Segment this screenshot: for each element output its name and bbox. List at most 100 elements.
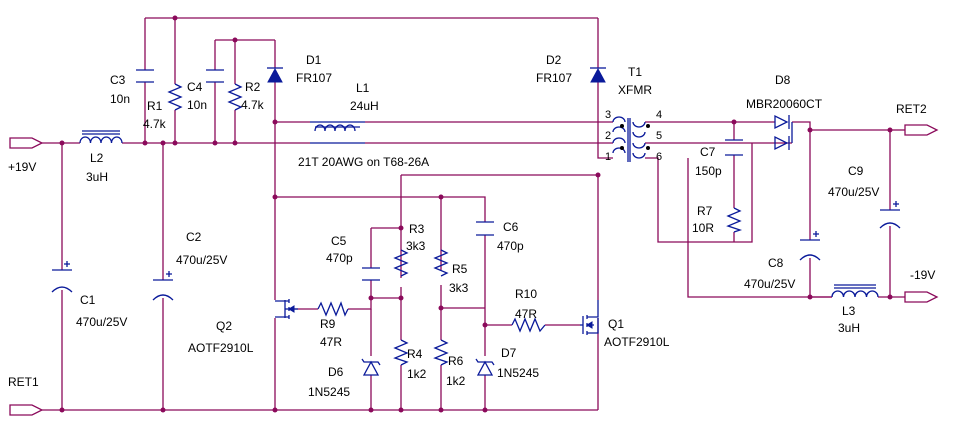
l1-value: 24uH <box>350 99 379 113</box>
c3-ref: C3 <box>110 73 126 87</box>
capacitor-c7 <box>725 139 743 156</box>
capacitor-c6 <box>476 221 494 236</box>
l2-ref: L2 <box>90 151 104 165</box>
d7-ref: D7 <box>501 346 517 360</box>
r9-ref: R9 <box>320 317 336 331</box>
labels: +19V RET1 RET2 -19V C3 10n R1 4.7k C4 10… <box>8 53 935 399</box>
r5-ref: R5 <box>452 262 468 276</box>
c7-ref: C7 <box>700 145 716 159</box>
r6-ref: R6 <box>448 354 464 368</box>
resistor-r10 <box>511 317 546 333</box>
capacitor-c8 <box>799 231 821 261</box>
c1-ref: C1 <box>80 293 96 307</box>
q1-value: AOTF2910L <box>604 335 670 349</box>
d7-value: 1N5245 <box>497 366 539 380</box>
diode-d2 <box>590 67 606 83</box>
q2-ref: Q2 <box>216 319 232 333</box>
r3-value: 3k3 <box>406 239 426 253</box>
r5-value: 3k3 <box>449 281 469 295</box>
resistor-r5 <box>433 249 449 277</box>
t1-pin4: 4 <box>656 109 662 121</box>
d6-value: 1N5245 <box>308 385 350 399</box>
connector-ret1 <box>9 404 44 416</box>
input-voltage-label: +19V <box>8 160 36 174</box>
r6-value: 1k2 <box>446 374 466 388</box>
c1-value: 470u/25V <box>76 315 127 329</box>
l1-ref: L1 <box>356 81 370 95</box>
c3-value: 10n <box>110 92 130 106</box>
c5-ref: C5 <box>331 234 347 248</box>
zener-d6 <box>361 358 381 376</box>
t1-ref: T1 <box>628 65 642 79</box>
d6-ref: D6 <box>328 365 344 379</box>
d8-ref: D8 <box>775 73 791 87</box>
c9-value: 470u/25V <box>828 185 879 199</box>
junction-dots <box>59 15 893 413</box>
d8-value: MBR20060CT <box>746 97 823 111</box>
output-return-label: RET2 <box>896 102 927 116</box>
capacitor-c2 <box>152 271 174 301</box>
connector-minus19v <box>904 291 939 303</box>
t1-pin3: 3 <box>605 109 611 121</box>
r4-value: 1k2 <box>407 367 427 381</box>
r9-value: 47R <box>320 335 342 349</box>
t1-pin2: 2 <box>605 130 611 142</box>
input-return-label: RET1 <box>8 375 39 389</box>
connector-plus19v <box>9 137 44 149</box>
output-voltage-label: -19V <box>910 268 935 282</box>
r10-ref: R10 <box>515 287 537 301</box>
l3-ref: L3 <box>842 304 856 318</box>
inductor-l3 <box>831 284 879 298</box>
t1-pin1: 1 <box>605 151 611 163</box>
capacitor-c4 <box>206 69 224 83</box>
diode-d1 <box>267 67 283 83</box>
resistor-r4 <box>393 339 409 366</box>
q2-value: AOTF2910L <box>188 341 254 355</box>
r7-value: 10R <box>692 221 714 235</box>
c6-ref: C6 <box>503 220 519 234</box>
l1-winding-note: 21T 20AWG on T68-26A <box>298 155 429 169</box>
capacitor-c5 <box>362 267 380 281</box>
resistor-r9 <box>317 301 349 317</box>
r4-ref: R4 <box>407 347 423 361</box>
diode-d8 <box>774 114 793 151</box>
d2-ref: D2 <box>546 53 562 67</box>
d1-ref: D1 <box>306 53 322 67</box>
r3-ref: R3 <box>409 222 425 236</box>
mosfet-q1 <box>580 300 599 335</box>
r10-value: 47R <box>515 307 537 321</box>
c6-value: 470p <box>497 239 524 253</box>
resistor-r3 <box>393 249 409 277</box>
resistor-r7 <box>726 207 743 233</box>
c7-value: 150p <box>695 164 722 178</box>
c4-value: 10n <box>187 98 207 112</box>
q1-ref: Q1 <box>608 317 624 331</box>
inductor-l1 <box>310 121 365 144</box>
c8-ref: C8 <box>768 256 784 270</box>
inductor-l2 <box>79 130 123 144</box>
t1-pin5: 5 <box>656 130 662 142</box>
capacitor-c9 <box>879 201 901 229</box>
c2-value: 470u/25V <box>176 253 227 267</box>
r1-ref: R1 <box>147 99 163 113</box>
c4-ref: C4 <box>187 80 203 94</box>
t1-value: XFMR <box>618 83 652 97</box>
l3-value: 3uH <box>838 321 860 335</box>
l2-value: 3uH <box>86 170 108 184</box>
r2-ref: R2 <box>245 80 261 94</box>
connector-ret2 <box>904 124 939 136</box>
d1-value: FR107 <box>296 71 332 85</box>
resistor-r6 <box>433 339 449 366</box>
r1-value: 4.7k <box>143 117 167 131</box>
c2-ref: C2 <box>186 230 202 244</box>
r7-ref: R7 <box>697 204 713 218</box>
t1-pin6: 6 <box>656 151 662 163</box>
transformer-t1 <box>612 116 650 162</box>
capacitor-c3 <box>136 69 154 83</box>
zener-d7 <box>475 358 495 376</box>
mosfet-q2 <box>275 299 298 319</box>
c5-value: 470p <box>326 251 353 265</box>
d2-value: FR107 <box>536 71 572 85</box>
resistor-r1 <box>167 83 183 111</box>
